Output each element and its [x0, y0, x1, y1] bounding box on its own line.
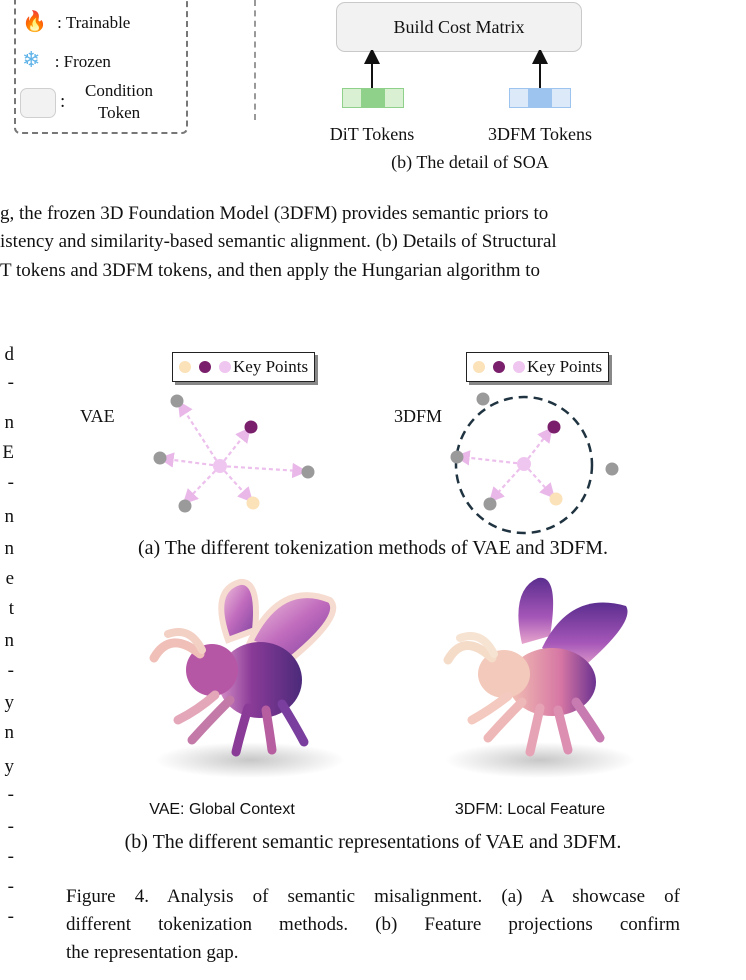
- tokenization-caption: (a) The different tokenization methods o…: [137, 537, 609, 559]
- dfm-keypoints-legend: Key Points: [466, 352, 610, 382]
- upper-caption-line-3: T tokens and 3DFM tokens, and then apply…: [0, 260, 541, 281]
- vae-cream-point: [246, 496, 260, 510]
- dfm-gray-point: [450, 450, 464, 464]
- vae-gray-point: [301, 465, 315, 479]
- condition-token-swatch: [20, 88, 56, 118]
- left-column-fragments: d - n E - n n e t n - y n y - - - - -: [2, 344, 14, 927]
- dfm-cream-point: [549, 492, 563, 506]
- dit-token-strip: [342, 88, 404, 108]
- dit-tokens-label: DiT Tokens: [329, 124, 415, 144]
- vae-label: VAE: [80, 406, 115, 426]
- cream-dot-icon: [473, 361, 485, 373]
- vae-center-point: [213, 459, 227, 473]
- cream-dot-icon: [179, 361, 191, 373]
- legend-frozen: ❄ : Frozen: [22, 47, 111, 72]
- dfm-tokenization-diagram: [450, 392, 619, 535]
- legend-trainable: 🔥 : Trainable: [22, 11, 131, 33]
- vae-bee-render: [149, 579, 345, 778]
- vae-tokenization-diagram: [153, 394, 315, 513]
- soa-arrows: [364, 50, 548, 88]
- cost-matrix-box: Build Cost Matrix: [336, 2, 582, 52]
- dfm-purple-point: [547, 420, 561, 434]
- legend-colon: :: [60, 91, 66, 112]
- soa-caption: (b) The detail of SOA: [391, 152, 549, 172]
- panel-divider: [254, 0, 256, 120]
- vae-gray-point: [170, 394, 184, 408]
- dfm-gray-point: [605, 462, 619, 476]
- figure-4-caption: Figure 4. Analysis of semantic misalignm…: [66, 886, 680, 963]
- legend-box: [14, 0, 188, 134]
- dfm-token-strip: [509, 88, 571, 108]
- upper-caption-line-2: istency and similarity-based semantic al…: [0, 231, 557, 252]
- vae-keypoints-legend: Key Points: [172, 352, 316, 382]
- dfm-local-feature-label: 3DFM: Local Feature: [454, 801, 606, 818]
- upper-caption-line-1: g, the frozen 3D Foundation Model (3DFM)…: [0, 203, 549, 224]
- semantic-caption: (b) The different semantic representatio…: [124, 831, 622, 853]
- purple-dot-icon: [493, 361, 505, 373]
- dfm-tokens-label: 3DFM Tokens: [488, 124, 592, 144]
- fire-icon: 🔥: [22, 11, 47, 33]
- dfm-label: 3DFM: [394, 406, 443, 426]
- dfm-bee-render: [443, 577, 635, 778]
- pink-dot-icon: [513, 361, 525, 373]
- pink-dot-icon: [219, 361, 231, 373]
- dfm-center-point: [517, 457, 531, 471]
- snowflake-icon: ❄: [22, 47, 41, 72]
- vae-purple-point: [244, 420, 258, 434]
- dfm-gray-point: [483, 497, 497, 511]
- dfm-gray-point: [476, 392, 490, 406]
- vae-global-context-label: VAE: Global Context: [149, 801, 295, 818]
- vae-gray-point: [178, 499, 192, 513]
- purple-dot-icon: [199, 361, 211, 373]
- legend-condition: Condition Token: [84, 81, 153, 122]
- vae-gray-point: [153, 451, 167, 465]
